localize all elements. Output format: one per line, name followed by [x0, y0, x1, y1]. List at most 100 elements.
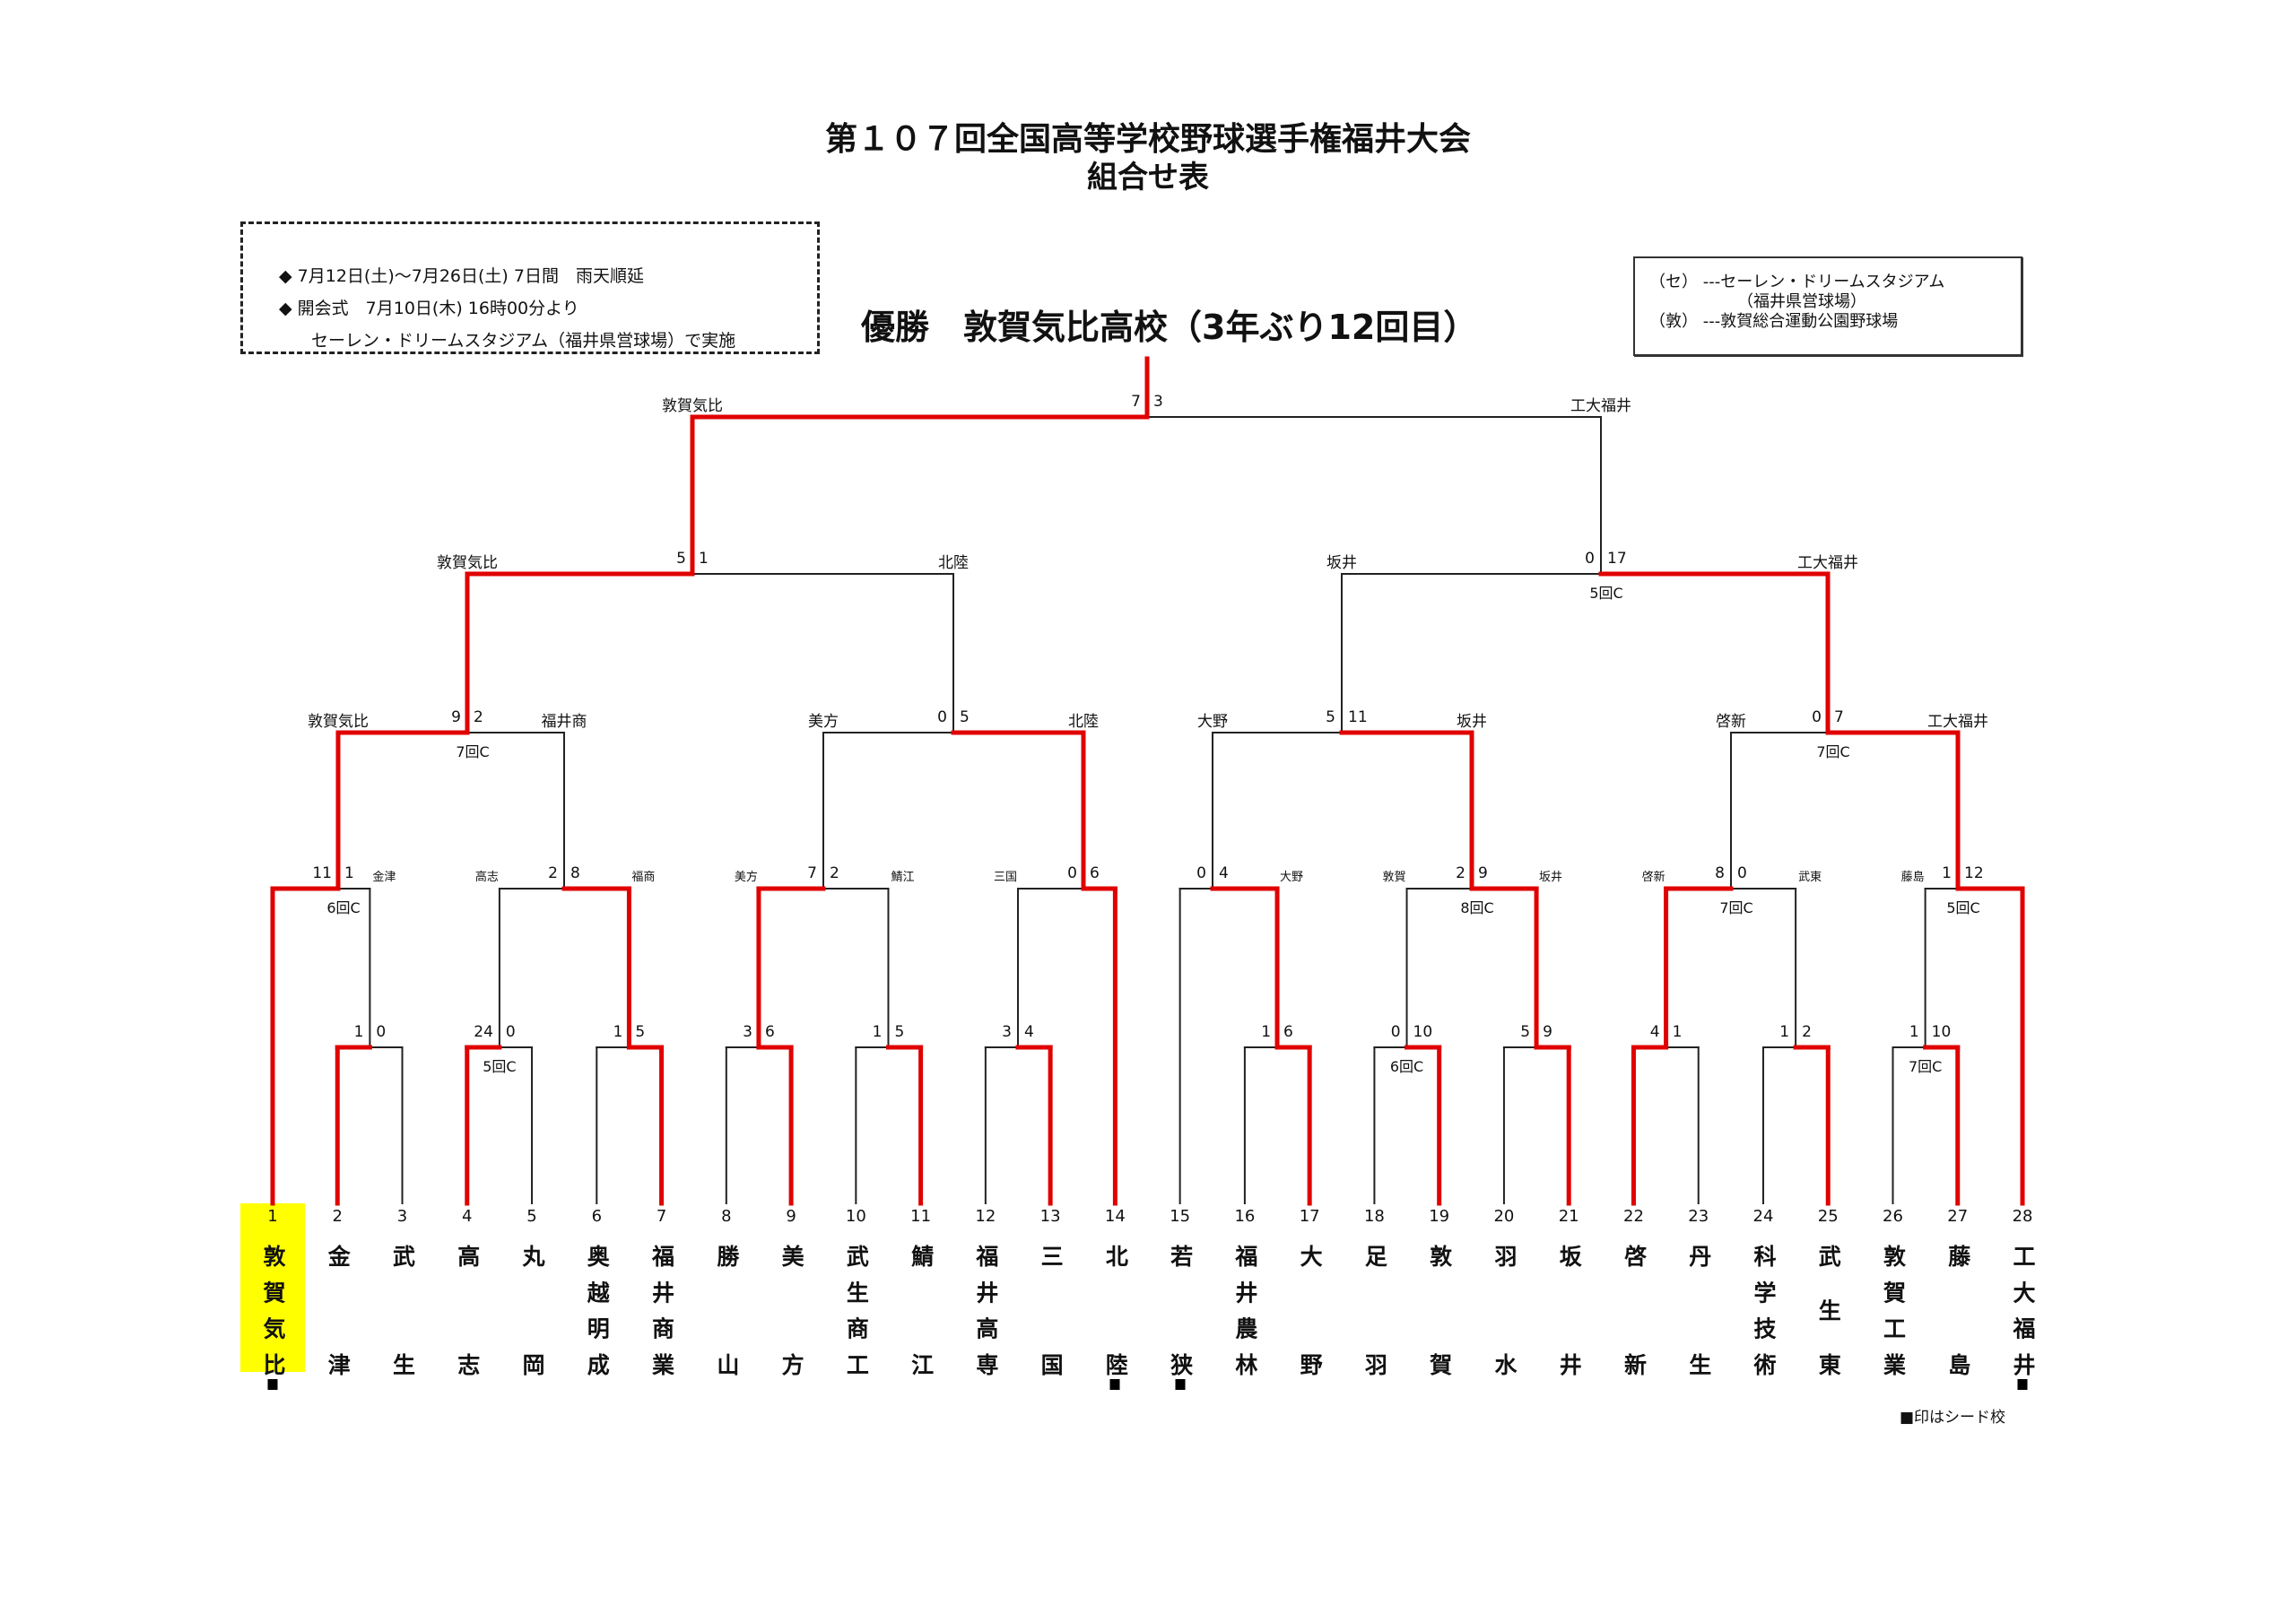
team-label-left: 美方: [808, 713, 839, 731]
team-number: 5: [526, 1207, 537, 1226]
score-left: 5: [1326, 708, 1335, 726]
score-right: 6: [1283, 1023, 1293, 1041]
match-note: 7回C: [1719, 899, 1753, 916]
team-name: 科学技術: [1750, 1245, 1777, 1376]
team-name: 北陸: [1102, 1245, 1129, 1376]
team-label-right: 工大福井: [1797, 554, 1858, 572]
team-number: 20: [1493, 1207, 1515, 1226]
schedule-info-box: ◆ 7月12日(土)～7月26日(土) 7日間 雨天順延 ◆ 開会式 7月10日…: [240, 221, 820, 354]
team-name: 足羽: [1361, 1245, 1388, 1376]
score-left: 1: [872, 1023, 883, 1041]
match-note: 7回C: [456, 743, 490, 760]
team-number: 16: [1234, 1207, 1256, 1226]
score-right: 12: [1964, 864, 1984, 882]
score-right: 5: [960, 708, 970, 726]
team-name: 美方: [778, 1245, 805, 1376]
team-number: 10: [845, 1207, 866, 1226]
team-number: 15: [1170, 1207, 1191, 1226]
team-name: 武生東: [1815, 1245, 1842, 1376]
score-right: 9: [1478, 864, 1488, 882]
team-label-right: 福商: [631, 871, 656, 884]
champion-banner: 優勝 敦賀気比高校（3年ぶり12回目）: [861, 308, 1478, 347]
score-left: 0: [1196, 864, 1206, 882]
team-number: 8: [721, 1207, 732, 1226]
team-label-right: 鯖江: [891, 871, 915, 884]
team-name: 羽水: [1491, 1245, 1518, 1376]
match-note: 5回C: [1589, 585, 1623, 602]
team-label-right: 金津: [372, 871, 396, 884]
score-right: 0: [505, 1023, 516, 1041]
score-right: 2: [830, 864, 839, 882]
score-right: 7: [1834, 708, 1844, 726]
team-number: 2: [332, 1207, 343, 1226]
team-name: 藤島: [1944, 1245, 1971, 1376]
score-right: 1: [699, 550, 709, 568]
team-number: 4: [462, 1207, 473, 1226]
score-right: 6: [764, 1023, 775, 1041]
team-label-left: 美方: [734, 871, 758, 884]
score-left: 3: [1002, 1023, 1012, 1041]
score-left: 4: [1649, 1023, 1660, 1041]
score-right: 5: [894, 1023, 905, 1041]
team-label-left: 敦賀気比: [662, 397, 723, 415]
score-left: 5: [1520, 1023, 1531, 1041]
team-label-left: 啓新: [1641, 871, 1665, 884]
team-name: 敦賀: [1426, 1245, 1453, 1376]
score-right: 9: [1543, 1023, 1552, 1041]
score-left: 8: [1715, 864, 1725, 882]
seed-mark-icon: [2017, 1379, 2028, 1390]
team-label-left: 藤島: [1900, 871, 1925, 884]
team-number: 23: [1688, 1207, 1709, 1226]
score-left: 1: [1942, 864, 1952, 882]
score-left: 24: [474, 1023, 493, 1041]
seed-mark-icon: [1175, 1379, 1186, 1390]
team-number: 24: [1752, 1207, 1774, 1226]
team-label-right: 北陸: [1068, 713, 1099, 731]
team-number: 25: [1817, 1207, 1839, 1226]
team-name: 鯖江: [908, 1245, 935, 1376]
team-number: 9: [786, 1207, 796, 1226]
team-name: 丹生: [1685, 1245, 1712, 1376]
score-left: 11: [312, 864, 332, 882]
team-name: 工大福井: [2010, 1245, 2037, 1376]
team-label-left: 敦賀気比: [437, 554, 498, 572]
venue-legend-box: （セ） ---セーレン・ドリームスタジアム （福井県営球場） （敦） ---敦賀…: [1633, 256, 2022, 356]
venue-tsuru: （敦） ---敦賀総合運動公園野球場: [1649, 312, 1899, 331]
team-name: 武生商工: [843, 1245, 870, 1376]
team-number: 27: [1947, 1207, 1969, 1226]
score-left: 0: [1067, 864, 1077, 882]
schedule-dates: ◆ 7月12日(土)～7月26日(土) 7日間 雨天順延: [279, 266, 644, 286]
score-left: 5: [676, 550, 686, 568]
team-label-left: 敦賀気比: [308, 713, 369, 731]
score-left: 1: [1909, 1023, 1919, 1041]
team-label-left: 啓新: [1716, 713, 1746, 731]
team-name: 啓新: [1621, 1245, 1648, 1376]
team-label-right: 大野: [1280, 871, 1304, 884]
team-label-left: 敦賀: [1382, 871, 1406, 884]
score-right: 10: [1931, 1023, 1952, 1041]
team-number: 18: [1363, 1207, 1385, 1226]
score-right: 2: [1802, 1023, 1812, 1041]
match-note: 5回C: [483, 1058, 517, 1075]
match-note: 7回C: [1908, 1058, 1943, 1075]
score-left: 1: [1261, 1023, 1272, 1041]
team-name: 福井高専: [972, 1245, 999, 1376]
team-label-right: 工大福井: [1570, 397, 1631, 415]
score-left: 1: [613, 1023, 623, 1041]
match-note: 6回C: [1389, 1058, 1424, 1075]
team-name: 大野: [1297, 1245, 1324, 1376]
score-left: 9: [451, 708, 461, 726]
team-name: 奥越明成: [584, 1245, 611, 1376]
opening-ceremony: ◆ 開会式 7月10日(木) 16時00分より: [279, 299, 579, 318]
team-label-right: 福井商: [541, 713, 587, 731]
score-right: 0: [1737, 864, 1747, 882]
team-label-right: 北陸: [938, 554, 969, 572]
team-number: 19: [1429, 1207, 1450, 1226]
venue-se-sub: （福井県営球場）: [1737, 292, 1866, 311]
score-left: 3: [743, 1023, 752, 1041]
team-number: 7: [656, 1207, 667, 1226]
team-label-right: 工大福井: [1927, 713, 1988, 731]
score-left: 0: [1812, 708, 1822, 726]
team-number: 17: [1299, 1207, 1320, 1226]
